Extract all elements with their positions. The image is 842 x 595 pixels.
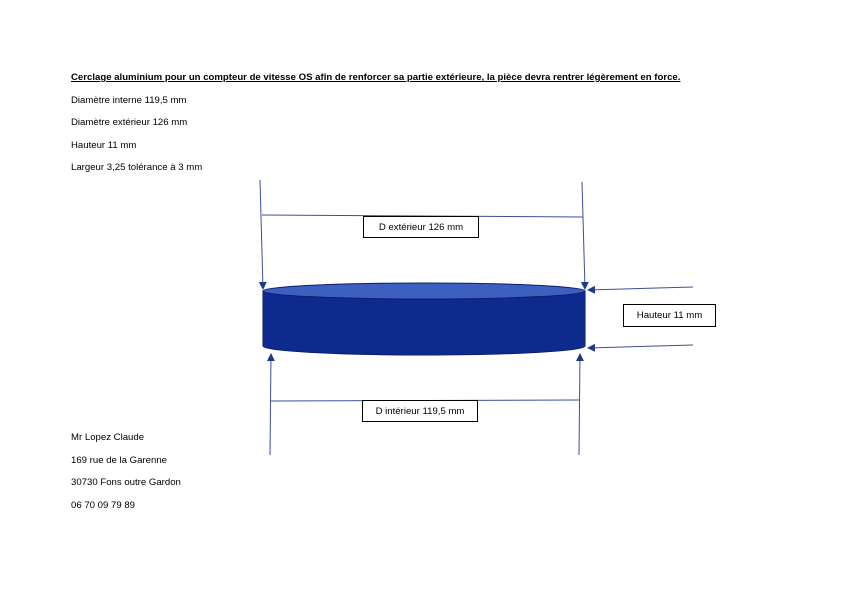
label-interior-diameter: D intérieur 119,5 mm: [362, 400, 478, 422]
ring-body: [262, 290, 586, 356]
ring-top-face: [262, 282, 586, 300]
spec-inner-diameter: Diamètre interne 119,5 mm: [71, 95, 187, 106]
spec-outer-diameter: Diamètre extérieur 126 mm: [71, 117, 188, 128]
document-title: Cerclage aluminium pour un compteur de v…: [71, 72, 681, 83]
interior-right-arrow: [575, 353, 584, 456]
exterior-right-arrow: [580, 181, 589, 290]
address-city: 30730 Fons outre Gardon: [71, 477, 181, 488]
address-name: Mr Lopez Claude: [71, 432, 145, 443]
address-street: 169 rue de la Garenne: [71, 455, 168, 466]
height-top-arrow: [587, 285, 694, 294]
interior-left-arrow: [266, 353, 275, 456]
spec-width: Largeur 3,25 tolérance à 3 mm: [71, 162, 203, 173]
exterior-left-arrow: [258, 179, 267, 290]
spec-height: Hauteur 11 mm: [71, 140, 137, 151]
label-exterior-diameter: D extérieur 126 mm: [363, 216, 479, 238]
address-phone: 06 70 09 79 89: [71, 500, 136, 511]
label-height: Hauteur 11 mm: [623, 304, 716, 327]
height-bottom-arrow: [587, 343, 694, 352]
